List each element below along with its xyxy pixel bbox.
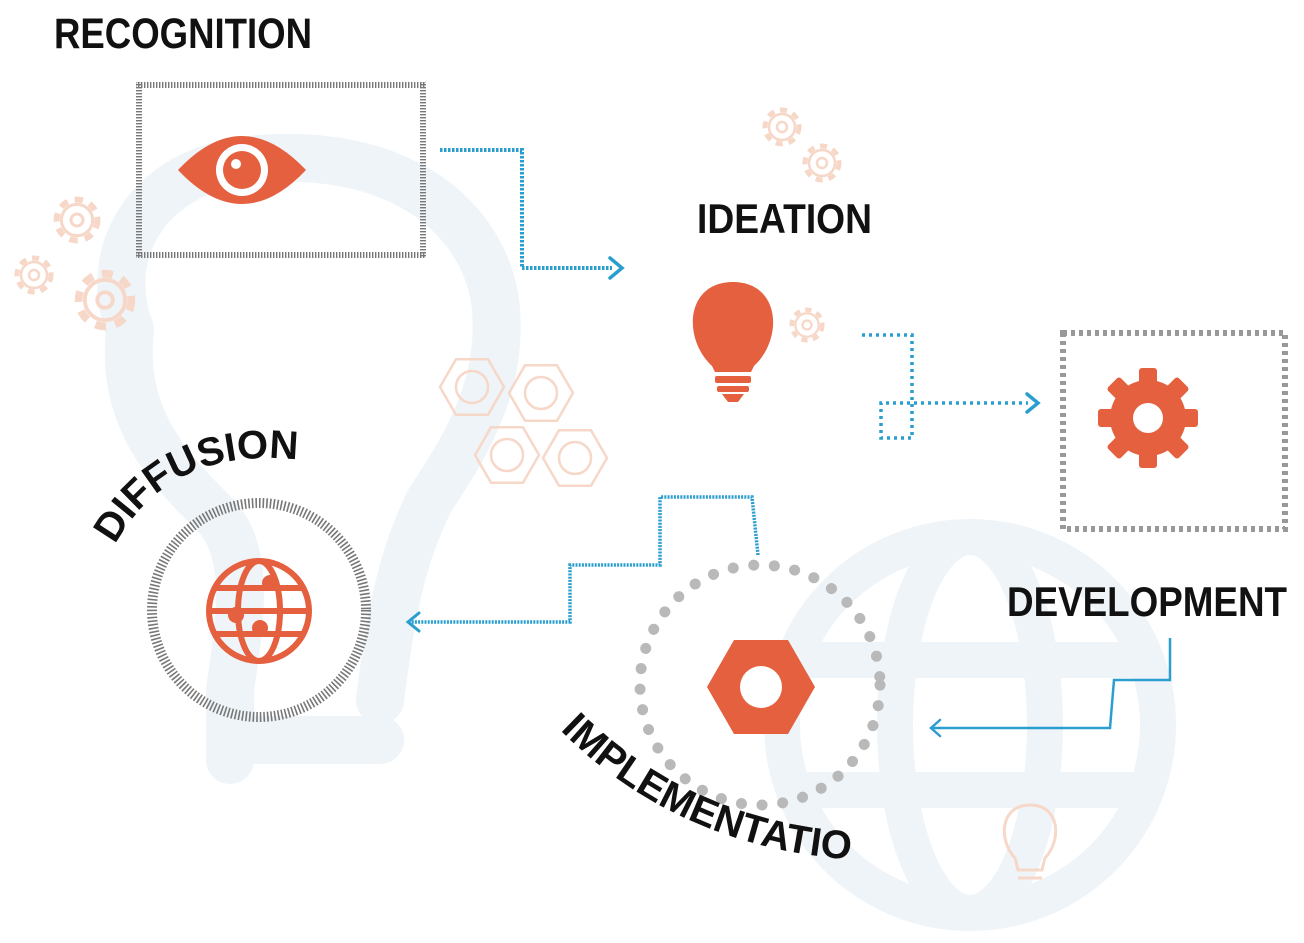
development-label: DEVELOPMENT — [1007, 578, 1287, 625]
development-stage: DEVELOPMENT — [1007, 330, 1288, 625]
implementation-dotted-ring — [634, 559, 886, 811]
connector-development-to-implementation — [929, 638, 1172, 738]
eye-icon — [178, 136, 306, 204]
ideation-stage: IDEATION — [692, 195, 872, 402]
ideation-label: IDEATION — [697, 195, 872, 242]
hex-nut-icon — [707, 640, 815, 734]
lightbulb-icon — [692, 282, 774, 402]
diffusion-hatched-ring — [147, 498, 371, 722]
recognition-stage: RECOGNITION — [54, 10, 426, 258]
decorative-lightbulb-icon — [1002, 803, 1058, 880]
recognition-label: RECOGNITION — [54, 10, 312, 58]
connector-ideation-to-development — [862, 333, 1041, 440]
gear-icon — [1098, 368, 1198, 468]
recognition-frame — [136, 82, 426, 258]
development-frame — [1060, 330, 1288, 532]
connector-implementation-to-diffusion — [405, 495, 760, 633]
connector-recognition-to-ideation — [440, 148, 625, 280]
globe-icon — [206, 558, 312, 664]
decorative-gear-small — [792, 310, 823, 341]
decorative-gears-top — [765, 110, 839, 180]
